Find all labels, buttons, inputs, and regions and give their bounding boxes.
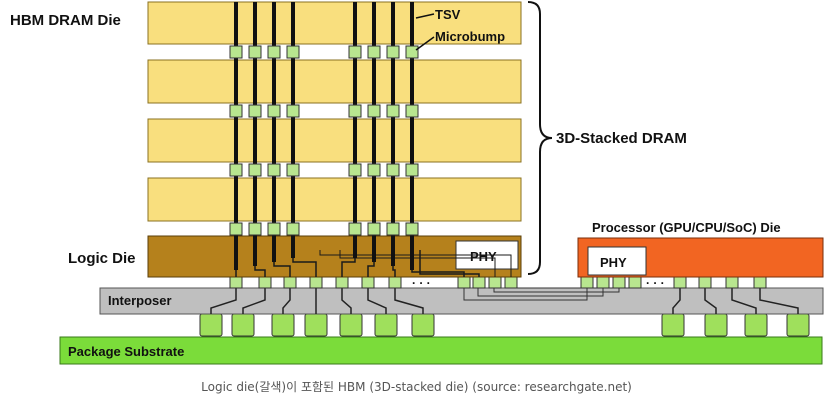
die-microbumps xyxy=(229,45,419,236)
processor-label: Processor (GPU/CPU/SoC) Die xyxy=(592,220,781,235)
substrate-bumps-left xyxy=(199,313,435,337)
logic-phy-label: PHY xyxy=(470,249,497,264)
dram-die-3 xyxy=(147,118,522,163)
processor-bump-ellipsis: · · · xyxy=(646,276,665,290)
processor-microbumps xyxy=(580,276,767,289)
logic-die-label: Logic Die xyxy=(68,250,136,267)
logic-bump-ellipsis: · · · xyxy=(412,276,431,290)
hbm-dram-die-label: HBM DRAM Die xyxy=(10,12,121,29)
microbump-label: Microbump xyxy=(435,29,505,44)
stack-brace xyxy=(527,1,553,275)
interposer-vias xyxy=(210,288,799,314)
tsv-label: TSV xyxy=(435,7,461,22)
stacked-dram-label: 3D-Stacked DRAM xyxy=(556,130,687,147)
dram-die-2 xyxy=(147,59,522,104)
interposer xyxy=(99,287,824,315)
processor-phy-box xyxy=(587,246,647,276)
dram-die-4 xyxy=(147,177,522,222)
dram-die-1 xyxy=(147,1,522,45)
figure-caption: Logic die(갈색)이 포함된 HBM (3D-stacked die) … xyxy=(201,380,632,394)
interposer-label: Interposer xyxy=(108,293,172,308)
package-substrate-label: Package Substrate xyxy=(68,344,184,359)
substrate-bumps-right xyxy=(661,313,810,337)
logic-microbumps xyxy=(229,276,518,289)
package-substrate xyxy=(59,336,823,365)
dram-stack xyxy=(147,1,522,222)
callout-lines xyxy=(415,13,435,51)
processor-phy-label: PHY xyxy=(600,255,627,270)
